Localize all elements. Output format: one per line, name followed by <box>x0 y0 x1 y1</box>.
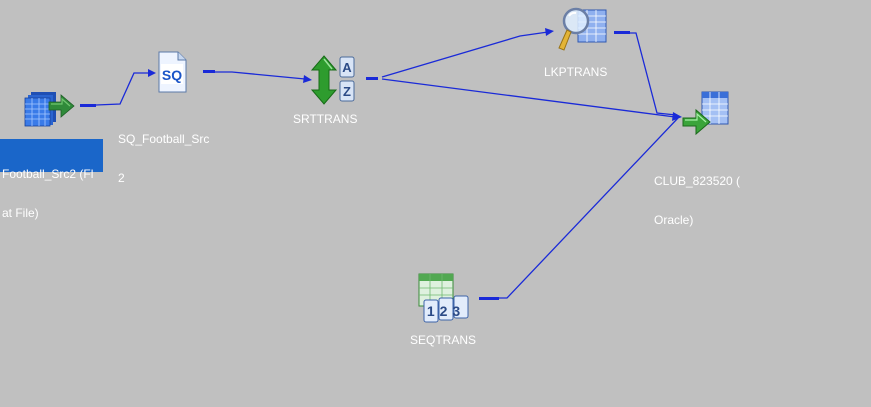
sorter-icon-text-top: A <box>342 60 352 75</box>
sequence-generator-icon: 123 <box>416 272 472 326</box>
node-label-line2: at File) <box>2 206 39 220</box>
node-srttrans[interactable]: A Z SRTTRANS <box>290 52 380 132</box>
node-label-line1: Football_Src2 (Fl <box>2 167 94 181</box>
sequence-icon-text: 123 <box>427 303 465 319</box>
node-seqtrans[interactable]: 123 SEQTRANS <box>405 270 505 350</box>
lookup-transformation-icon <box>556 4 608 54</box>
node-label-line1: CLUB_823520 ( <box>654 174 741 188</box>
node-label: Football_Src2 (Fl at File) <box>0 139 103 220</box>
node-label: SEQTRANS <box>410 333 477 347</box>
node-label: SQ_Football_Src 2 <box>118 107 209 211</box>
sorter-icon-text-bottom: Z <box>343 84 351 99</box>
link-sorter-to-target <box>381 78 676 118</box>
source-qualifier-icon: SQ <box>156 50 188 94</box>
output-port[interactable] <box>80 104 96 107</box>
node-label-line1: SQ_Football_Src <box>118 132 210 146</box>
flat-file-source-icon <box>22 82 76 128</box>
sq-icon-text: SQ <box>162 67 182 83</box>
link-sorter-to-lookup <box>381 31 549 78</box>
node-label: SRTTRANS <box>293 112 358 126</box>
output-port[interactable] <box>614 31 630 34</box>
node-label-line2: Oracle) <box>654 213 694 227</box>
node-sq-football-src2[interactable]: SQ SQ_Football_Src 2 <box>118 50 228 185</box>
node-label: LKPTRANS <box>544 65 608 79</box>
node-label-line2: 2 <box>118 171 125 185</box>
oracle-target-icon <box>680 88 732 140</box>
node-label: CLUB_823520 ( Oracle) <box>654 149 740 253</box>
sorter-transformation-icon: A Z <box>310 54 355 106</box>
output-port[interactable] <box>366 77 378 80</box>
node-club-823520[interactable]: CLUB_823520 ( Oracle) <box>650 88 760 227</box>
output-port[interactable] <box>203 70 215 73</box>
node-lkptrans[interactable]: LKPTRANS <box>540 2 635 82</box>
node-football-src2[interactable]: Football_Src2 (Fl at File) <box>0 80 110 220</box>
output-port[interactable] <box>479 297 499 300</box>
